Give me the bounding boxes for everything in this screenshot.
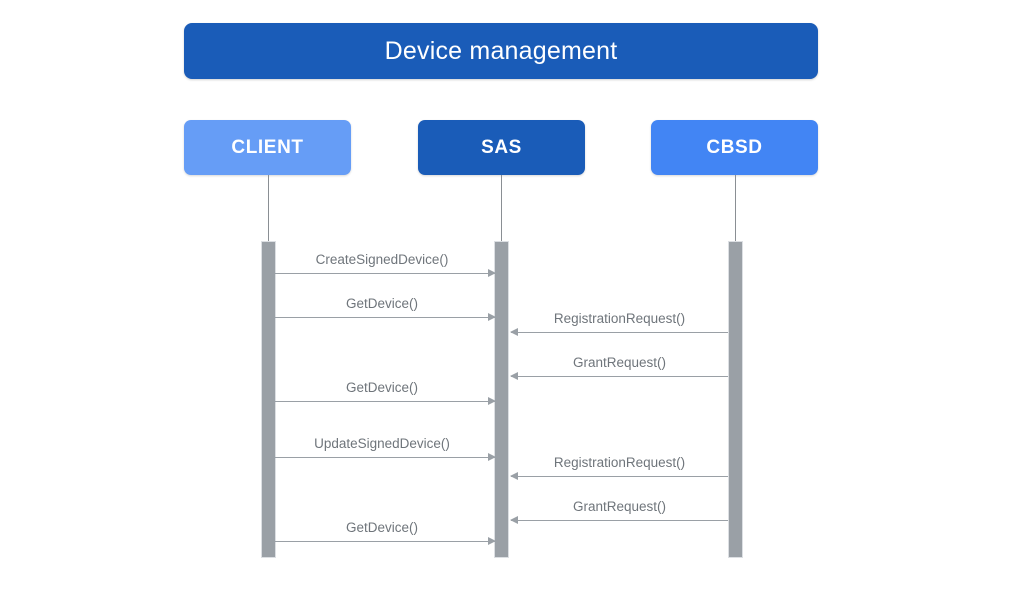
message-line bbox=[511, 520, 728, 521]
message-arrow[interactable]: GetDevice() bbox=[269, 520, 496, 545]
message-label: GetDevice() bbox=[345, 520, 418, 535]
message-label: UpdateSignedDevice() bbox=[314, 436, 450, 451]
lifeline-client bbox=[268, 175, 269, 241]
message-label: GrantRequest() bbox=[572, 355, 667, 370]
message-line bbox=[269, 317, 495, 318]
message-arrow[interactable]: UpdateSignedDevice() bbox=[269, 436, 496, 461]
arrowhead-right-icon bbox=[488, 397, 496, 405]
lifeline-cbsd bbox=[735, 175, 736, 241]
message-arrow[interactable]: RegistrationRequest() bbox=[510, 455, 728, 480]
message-line bbox=[269, 401, 495, 402]
participant-header-cbsd[interactable]: CBSD bbox=[651, 120, 818, 175]
diagram-title: Device management bbox=[384, 36, 618, 65]
participant-label-cbsd: CBSD bbox=[706, 136, 763, 158]
arrowhead-left-icon bbox=[510, 372, 518, 380]
activation-bar-cbsd bbox=[728, 241, 743, 558]
arrowhead-right-icon bbox=[488, 269, 496, 277]
participant-header-client[interactable]: CLIENT bbox=[184, 120, 351, 175]
diagram-title-bar: Device management bbox=[184, 23, 818, 79]
arrowhead-left-icon bbox=[510, 516, 518, 524]
message-label: GetDevice() bbox=[345, 380, 418, 395]
arrowhead-left-icon bbox=[510, 328, 518, 336]
message-arrow[interactable]: CreateSignedDevice() bbox=[269, 252, 496, 277]
participant-header-sas[interactable]: SAS bbox=[418, 120, 585, 175]
message-line bbox=[269, 273, 495, 274]
message-arrow[interactable]: RegistrationRequest() bbox=[510, 311, 728, 336]
activation-bar-sas bbox=[494, 241, 509, 558]
message-arrow[interactable]: GetDevice() bbox=[269, 296, 496, 321]
message-label: GetDevice() bbox=[345, 296, 418, 311]
participant-label-client: CLIENT bbox=[231, 136, 304, 158]
activation-bar-client bbox=[261, 241, 276, 558]
arrowhead-right-icon bbox=[488, 537, 496, 545]
message-line bbox=[511, 476, 728, 477]
message-label: RegistrationRequest() bbox=[553, 455, 686, 470]
lifeline-sas bbox=[501, 175, 502, 241]
participant-label-sas: SAS bbox=[481, 136, 522, 158]
arrowhead-right-icon bbox=[488, 313, 496, 321]
message-arrow[interactable]: GrantRequest() bbox=[510, 499, 728, 524]
message-line bbox=[269, 457, 495, 458]
message-label: RegistrationRequest() bbox=[553, 311, 686, 326]
message-line bbox=[511, 376, 728, 377]
message-label: CreateSignedDevice() bbox=[315, 252, 449, 267]
message-arrow[interactable]: GetDevice() bbox=[269, 380, 496, 405]
message-line bbox=[511, 332, 728, 333]
arrowhead-right-icon bbox=[488, 453, 496, 461]
message-arrow[interactable]: GrantRequest() bbox=[510, 355, 728, 380]
arrowhead-left-icon bbox=[510, 472, 518, 480]
message-line bbox=[269, 541, 495, 542]
message-label: GrantRequest() bbox=[572, 499, 667, 514]
